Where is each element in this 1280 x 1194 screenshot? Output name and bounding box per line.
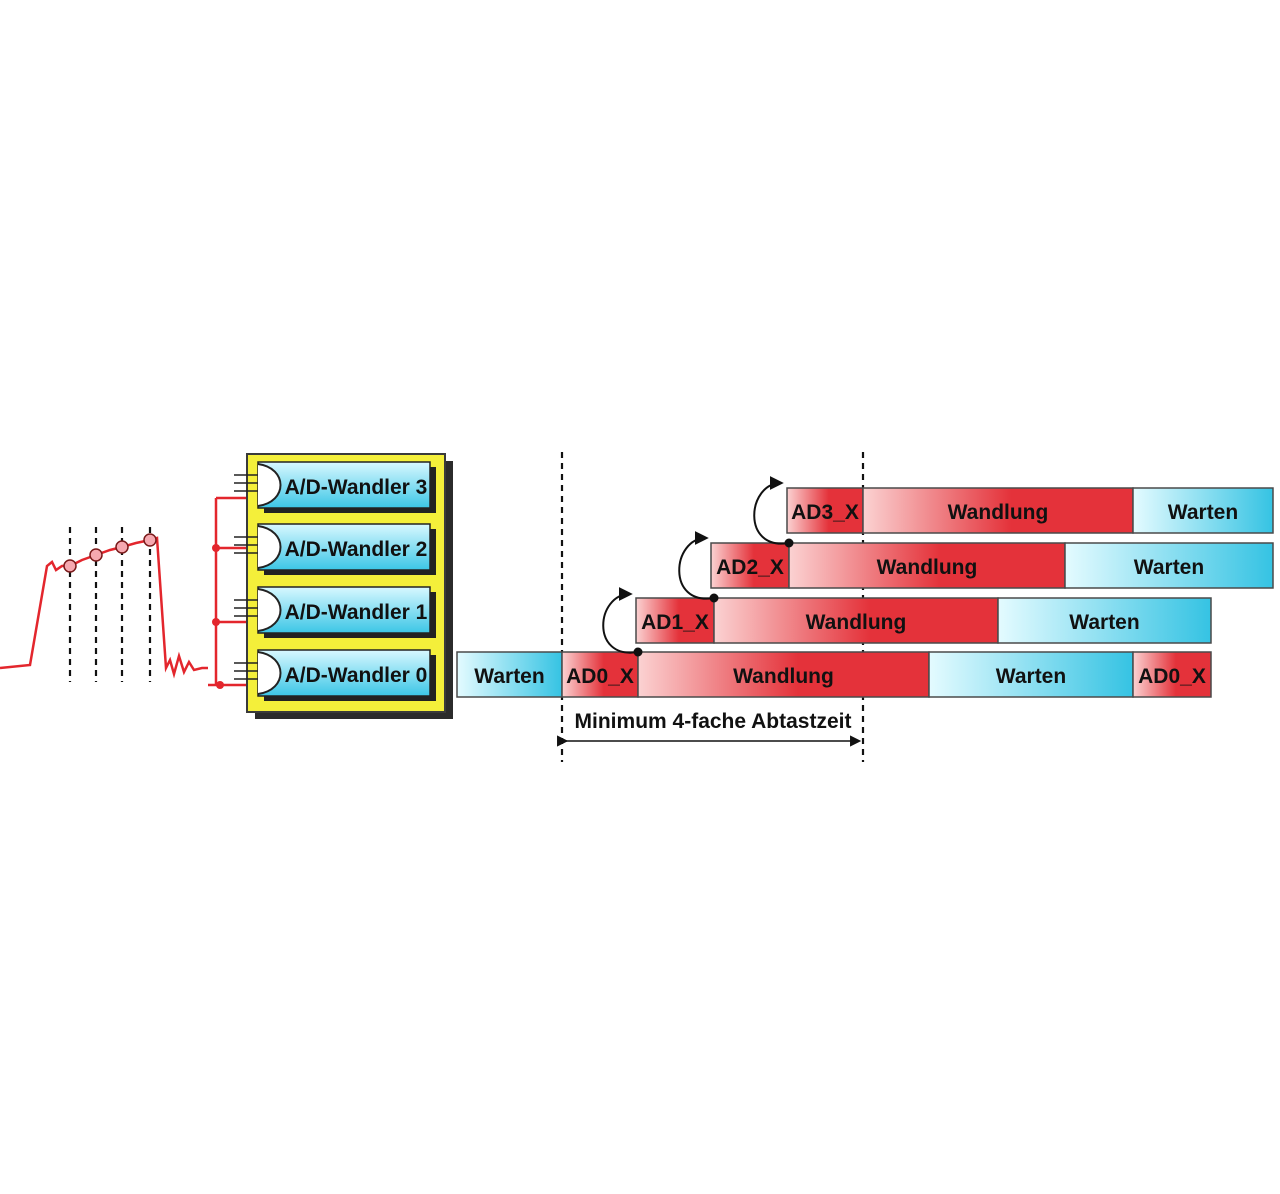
- timeline-row: AD1_X Wandlung Warten: [635, 597, 1212, 644]
- timeline-segment-convert: [713, 597, 999, 644]
- segment-label: Warten: [1134, 556, 1204, 579]
- converter-blocks: A/D-Wandler 3 A/D-Wandler 2 A/D-Wandler 1 A…: [234, 461, 436, 701]
- converter-block: A/D-Wandler 2: [234, 523, 436, 575]
- segment-label: Wandlung: [877, 556, 978, 579]
- trigger-arrow-ad2: [678, 531, 715, 600]
- timeline-segment-wait: [1064, 542, 1274, 589]
- segment-label: AD3_X: [791, 501, 859, 524]
- segment-label: Wandlung: [806, 611, 907, 634]
- trigger-arrows: [602, 476, 794, 657]
- timeline-segment-convert: [862, 487, 1134, 534]
- timeline-segment-wait: [997, 597, 1212, 644]
- signal-waveform: [0, 536, 208, 679]
- converter-block: A/D-Wandler 0: [234, 649, 436, 701]
- converter-block: A/D-Wandler 1: [234, 586, 436, 638]
- trigger-arrow-ad3: [753, 476, 790, 545]
- converter-label: A/D-Wandler 1: [285, 601, 428, 624]
- timeline-segment-wait: [1132, 487, 1274, 534]
- sample-point-2: [89, 548, 103, 562]
- segment-label: Wandlung: [733, 665, 834, 688]
- segment-label: AD2_X: [716, 556, 784, 579]
- trigger-arrow-ad1: [602, 587, 639, 654]
- segment-label: Warten: [474, 665, 544, 688]
- span-label: Minimum 4-fache Abtastzeit: [575, 710, 852, 733]
- segment-label: AD0_X: [566, 665, 634, 688]
- converter-label: A/D-Wandler 0: [285, 664, 428, 687]
- timeline-segment-convert: [788, 542, 1066, 589]
- converter-label: A/D-Wandler 2: [285, 538, 428, 561]
- timeline-row: AD2_X Wandlung Warten: [710, 542, 1274, 589]
- timeline-segment-sample: [1132, 651, 1212, 698]
- sample-point-4: [143, 533, 157, 547]
- timeline-segment-sample: [710, 542, 790, 589]
- timeline-row: AD3_X Wandlung Warten: [786, 487, 1274, 534]
- segment-label: AD1_X: [641, 611, 709, 634]
- segment-label: Warten: [996, 665, 1066, 688]
- segment-label: Wandlung: [948, 501, 1049, 524]
- input-signal: [0, 527, 208, 682]
- segment-label: Warten: [1069, 611, 1139, 634]
- timeline-segment-convert: [637, 651, 930, 698]
- converter-block: A/D-Wandler 3: [234, 461, 436, 513]
- sample-point-1: [63, 559, 77, 573]
- timeline-row: Warten AD0_X Wandlung Warten AD0_X: [456, 651, 1212, 698]
- sampling-span: Minimum 4-fache Abtastzeit: [557, 710, 862, 747]
- sample-point-3: [115, 540, 129, 554]
- segment-label: AD0_X: [1138, 665, 1206, 688]
- converter-label: A/D-Wandler 3: [285, 476, 428, 499]
- segment-label: Warten: [1168, 501, 1238, 524]
- timeline-segment-wait: [928, 651, 1134, 698]
